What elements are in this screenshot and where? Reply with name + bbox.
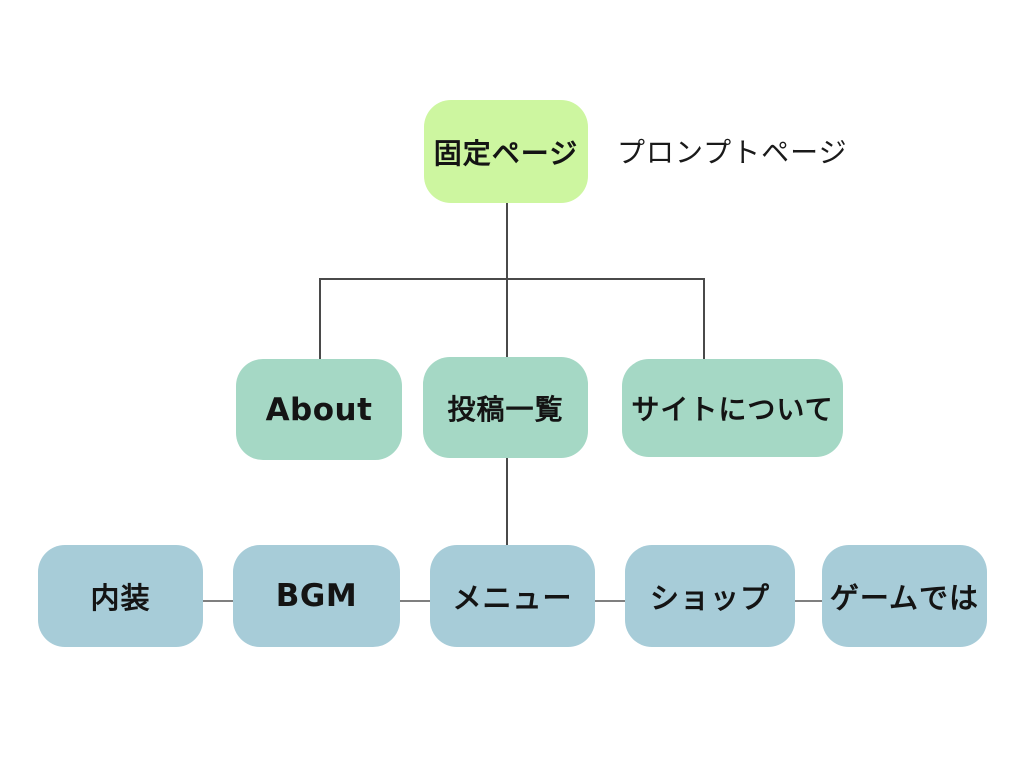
node-in-game: ゲームでは — [822, 545, 987, 647]
node-menu: メニュー — [430, 545, 595, 647]
node-about-site: サイトについて — [622, 359, 843, 457]
node-about: About — [236, 359, 402, 460]
node-post-list: 投稿一覧 — [423, 357, 588, 458]
node-bgm: BGM — [233, 545, 400, 647]
annotation-prompt-page: プロンプトページ — [617, 136, 848, 169]
node-interior: 内装 — [38, 545, 203, 647]
node-fixed-pages: 固定ページ — [424, 100, 588, 203]
node-shop: ショップ — [625, 545, 795, 647]
